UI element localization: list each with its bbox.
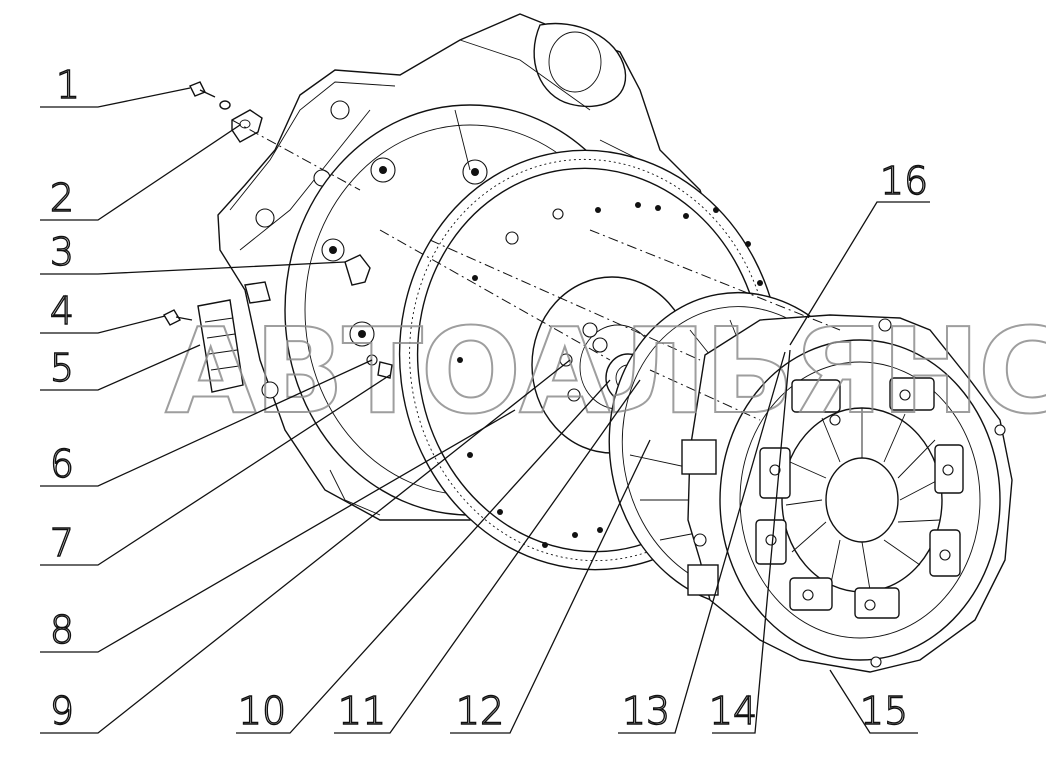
callout-4: 4	[50, 289, 74, 333]
callout-3: 3	[50, 230, 74, 274]
callout-13: 13	[622, 689, 670, 733]
callout-5: 5	[50, 346, 74, 390]
callout-7: 7	[50, 521, 74, 565]
inspection-cover-5	[197, 281, 271, 393]
callout-16: 16	[880, 159, 928, 203]
callout-11: 11	[338, 689, 386, 733]
leader-lines	[40, 87, 930, 734]
washer-2	[219, 100, 263, 143]
callout-15: 15	[860, 689, 908, 733]
callout-10: 10	[238, 689, 286, 733]
bolt-4	[163, 309, 193, 326]
callout-2: 2	[50, 176, 74, 220]
callout-labels: 1 2 3 4 5 6 7 8 9 10 11 12 13 14 15 16	[49, 62, 929, 733]
callout-12: 12	[456, 689, 504, 733]
callout-14: 14	[709, 689, 757, 733]
callout-1: 1	[56, 63, 80, 107]
assembly-axes	[231, 119, 841, 421]
callout-8: 8	[50, 608, 74, 652]
callout-9: 9	[50, 689, 74, 733]
bolt-1	[189, 81, 216, 98]
pressure-plate	[681, 314, 1013, 673]
dowel-pin-3	[344, 254, 371, 286]
watermark-text: АВТОАЛЬЯНС	[165, 302, 1046, 440]
callout-6: 6	[50, 442, 74, 486]
